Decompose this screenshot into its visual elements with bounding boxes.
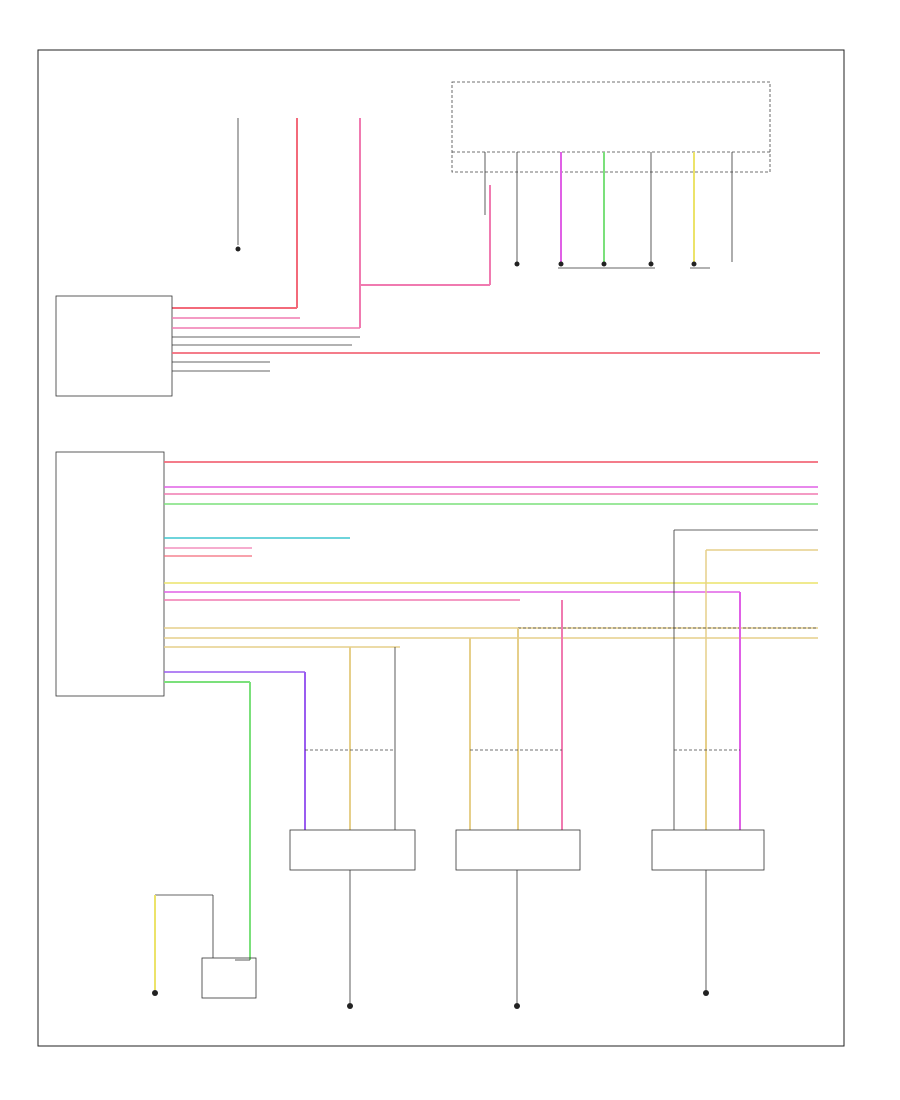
speaker-columns	[289, 592, 765, 1009]
upper-connector-block	[55, 295, 173, 397]
bottom-left-ground	[152, 682, 257, 999]
top-module-box	[451, 81, 771, 173]
lower-connector-block	[55, 451, 165, 697]
bottom-left-switch-box	[201, 957, 257, 999]
top-section	[55, 81, 820, 397]
top-module-pins	[484, 152, 733, 262]
bus-wires	[164, 461, 818, 683]
middle-section	[55, 451, 818, 700]
page-frame	[37, 49, 845, 1047]
connector-box-right	[651, 829, 765, 871]
upper-connector-wires	[172, 317, 820, 372]
connector-box-middle	[455, 829, 581, 871]
connector-box-left	[289, 829, 416, 871]
